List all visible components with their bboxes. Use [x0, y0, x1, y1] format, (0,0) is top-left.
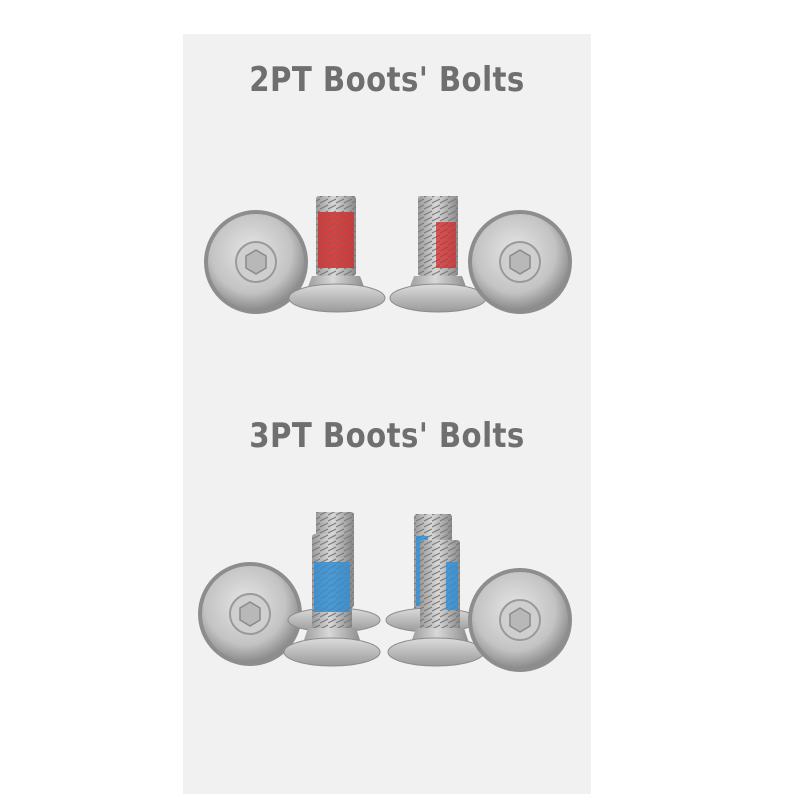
bolt-head-left-3pt — [198, 562, 302, 666]
bolt-side-red-2pt — [288, 196, 386, 313]
bolt-head-right-2pt — [468, 210, 572, 314]
bolt-side-blue-front-right-3pt — [387, 540, 485, 667]
bolt-head-left-2pt — [204, 210, 308, 314]
bolt-side-blue-front-left-3pt — [283, 534, 381, 667]
heading-3pt-bolts: 3PT Boots' Bolts — [249, 416, 525, 456]
bolt-side-red-partial-2pt — [389, 196, 487, 313]
heading-2pt-bolts: 2PT Boots' Bolts — [249, 60, 525, 100]
bolt-head-right-3pt — [468, 568, 572, 672]
